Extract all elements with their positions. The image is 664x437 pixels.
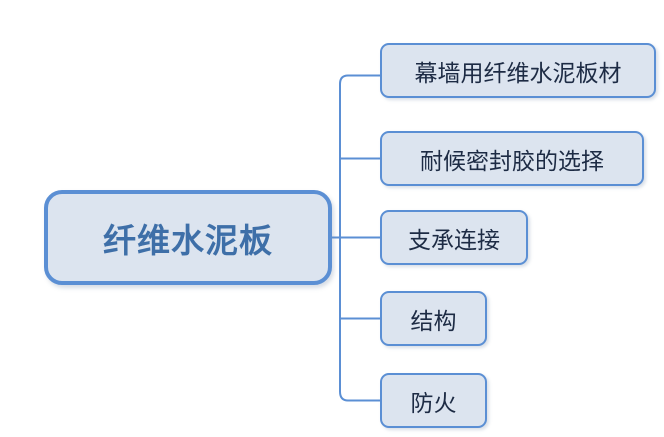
branch-node-4[interactable]: 结构: [380, 291, 487, 346]
root-node[interactable]: 纤维水泥板: [44, 190, 332, 285]
branch-node-5-label: 防火: [410, 390, 457, 417]
branch-node-3[interactable]: 支承连接: [380, 210, 528, 265]
branch-node-2[interactable]: 耐候密封胶的选择: [380, 131, 644, 186]
branch-node-3-label: 支承连接: [408, 227, 500, 254]
branch-node-5[interactable]: 防火: [380, 373, 487, 428]
branch-node-2-label: 耐候密封胶的选择: [420, 148, 604, 175]
branch-node-4-label: 结构: [410, 308, 457, 335]
branch-node-1-label: 幕墙用纤维水泥板材: [414, 60, 622, 87]
root-node-label: 纤维水泥板: [103, 220, 273, 260]
branch-node-1[interactable]: 幕墙用纤维水泥板材: [380, 43, 656, 98]
